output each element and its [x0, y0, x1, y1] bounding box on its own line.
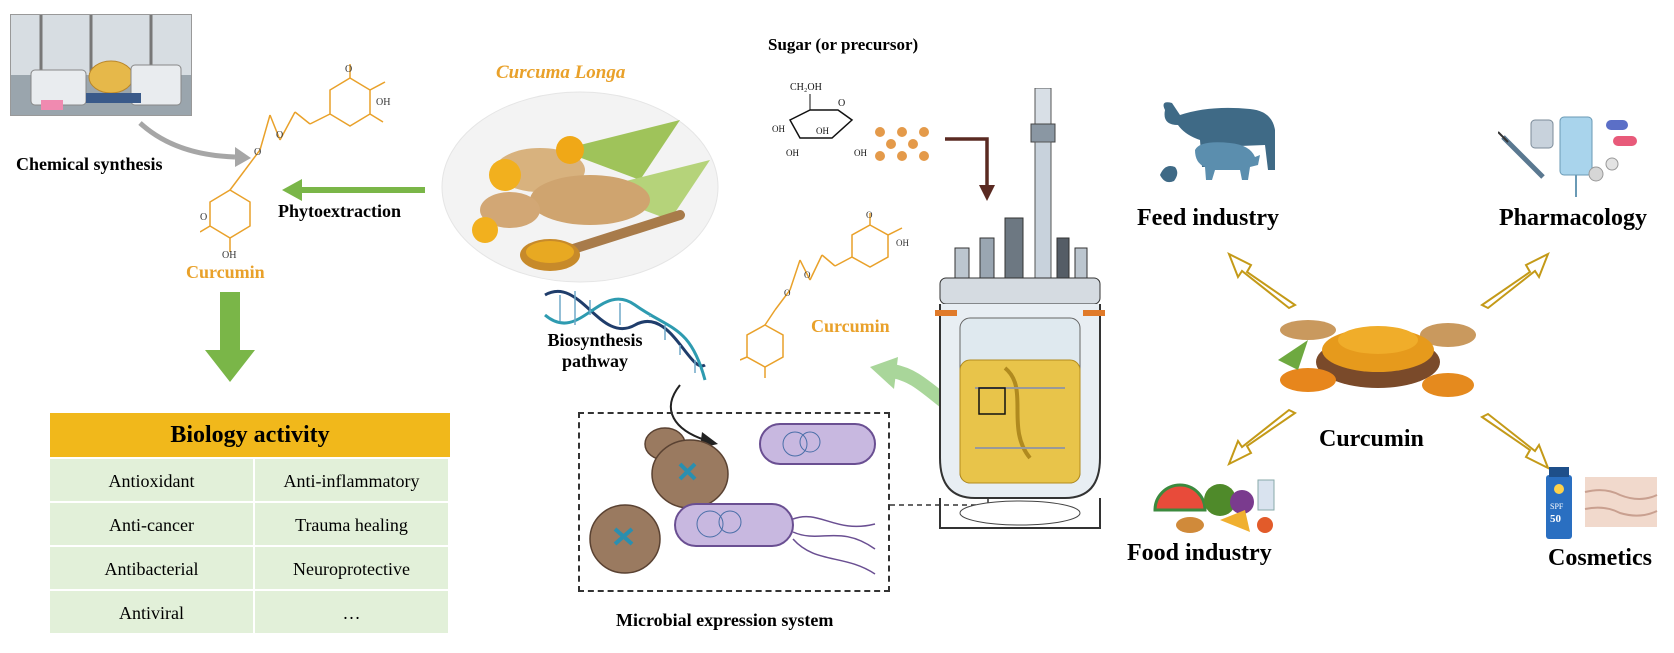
- curcumin-label-left: Curcumin: [186, 262, 265, 282]
- biology-activity-title: Biology activity: [50, 413, 450, 457]
- svg-text:O: O: [866, 210, 873, 220]
- lab-photo: [10, 14, 192, 116]
- food-industry-label: Food industry: [1127, 540, 1272, 566]
- biosynthesis-label: Biosynthesis pathway: [547, 330, 643, 371]
- curcumin-powder-image: [1278, 300, 1478, 422]
- svg-text:OH: OH: [222, 250, 236, 260]
- activity-cell: Antioxidant: [50, 457, 255, 501]
- svg-text:50: 50: [1550, 513, 1562, 525]
- synthesis-arrow: [138, 121, 251, 167]
- svg-text:O: O: [276, 130, 283, 141]
- pharmacology-label: Pharmacology: [1499, 205, 1647, 231]
- curcuma-longa-label: Curcuma Longa: [496, 62, 626, 83]
- precursor-dots-icon: [875, 127, 929, 161]
- activity-cell: Antiviral: [50, 589, 255, 633]
- svg-text:O: O: [804, 270, 811, 280]
- activity-cell: Anti-cancer: [50, 501, 255, 545]
- svg-text:O: O: [838, 98, 845, 109]
- curcumin-applications-label: Curcumin: [1319, 426, 1424, 452]
- svg-text:OH: OH: [896, 238, 909, 248]
- cosmetics-icon: SPF 50: [1546, 467, 1658, 539]
- svg-text:OH: OH: [854, 148, 867, 158]
- svg-text:OH: OH: [772, 124, 785, 134]
- curcumin-molecule-left: OH O O O O OH: [200, 64, 390, 260]
- livestock-icon: [1160, 102, 1275, 183]
- arrow-to-feed: [1227, 251, 1297, 310]
- oh-label: OH: [376, 97, 390, 108]
- sugar-label: Sugar (or precursor): [768, 35, 919, 54]
- microbial-expression-label: Microbial expression system: [616, 610, 834, 630]
- arrow-to-cosmetics: [1480, 412, 1550, 471]
- activity-cell: Trauma healing: [255, 501, 450, 545]
- svg-text:O: O: [254, 147, 261, 158]
- svg-text:CH₂OH: CH₂OH: [790, 82, 822, 93]
- food-icon: [1153, 479, 1275, 533]
- microbe-cells-icon: [589, 423, 876, 575]
- phytoextraction-arrow: [282, 179, 425, 201]
- svg-text:SPF: SPF: [1550, 502, 1564, 511]
- bioreactor-icon: [935, 88, 1105, 529]
- phytoextraction-label: Phytoextraction: [278, 201, 401, 221]
- svg-text:O: O: [345, 64, 352, 75]
- activity-cell: Antibacterial: [50, 545, 255, 589]
- dna-helix-icon: [544, 290, 707, 381]
- activity-cell: Anti-inflammatory: [255, 457, 450, 501]
- feed-industry-label: Feed industry: [1137, 205, 1280, 231]
- svg-text:OH: OH: [786, 148, 799, 158]
- curcumin-molecule-middle: OH O O O: [740, 210, 909, 378]
- chemical-synthesis-label: Chemical synthesis: [16, 154, 163, 174]
- activity-down-arrow: [205, 292, 255, 382]
- arrow-to-food: [1227, 408, 1297, 467]
- turmeric-root-image: [441, 91, 719, 283]
- biology-activity-table: Biology activity Antioxidant Anti-inflam…: [50, 413, 450, 633]
- glucose-structure: CH₂OH O OH OH OH OH: [772, 82, 867, 158]
- arrow-to-pharmacology: [1480, 251, 1550, 310]
- pharmacology-icon: [1498, 116, 1637, 197]
- microbial-expression-box: [578, 412, 890, 592]
- svg-text:O: O: [200, 212, 207, 223]
- cosmetics-label: Cosmetics: [1548, 545, 1652, 571]
- svg-text:OH: OH: [816, 126, 829, 136]
- svg-text:O: O: [784, 288, 791, 298]
- feed-arrow: [945, 137, 995, 201]
- activity-cell: …: [255, 589, 450, 633]
- lab-equipment-icon: [11, 15, 191, 115]
- curcumin-label-middle: Curcumin: [811, 316, 890, 336]
- activity-cell: Neuroprotective: [255, 545, 450, 589]
